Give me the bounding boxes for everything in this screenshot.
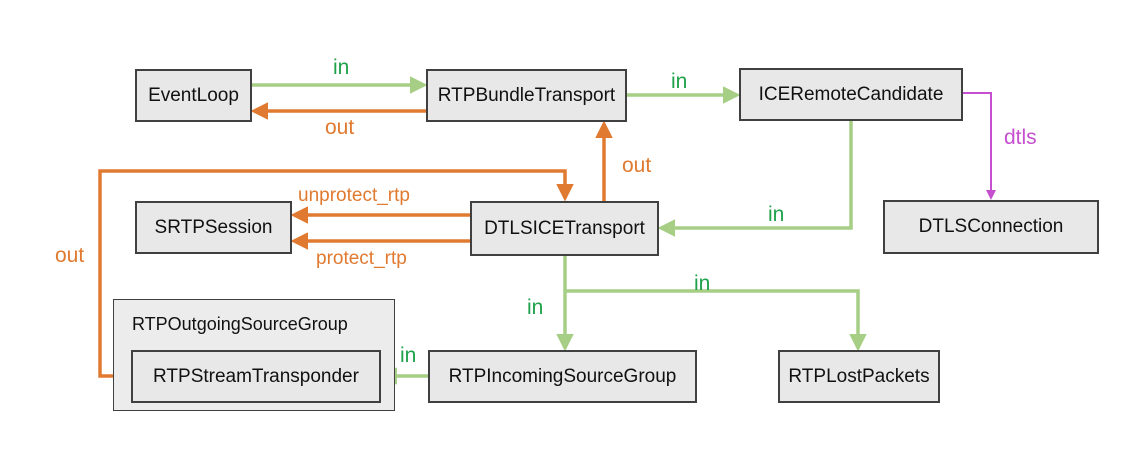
node-dtls-connection[interactable]: DTLSConnection	[883, 200, 1099, 254]
node-event-loop[interactable]: EventLoop	[135, 69, 252, 122]
label-transponder-to-dtlsice: out	[55, 244, 85, 267]
node-rtp-lost-packets[interactable]: RTPLostPackets	[778, 350, 940, 403]
label-bundle-to-eventloop: out	[325, 116, 355, 139]
node-srtp-session[interactable]: SRTPSession	[135, 201, 292, 254]
node-rtp-bundle-transport[interactable]: RTPBundleTransport	[426, 69, 627, 122]
node-ice-remote-candidate[interactable]: ICERemoteCandidate	[739, 68, 963, 121]
edge-ice-to-dtls-connection	[963, 92, 996, 200]
rtp-outgoing-source-group-title: RTPOutgoingSourceGroup	[132, 314, 348, 334]
label-protect-rtp: protect_rtp	[316, 248, 407, 269]
label-ice-to-dtls-connection: dtls	[1004, 126, 1037, 149]
node-rtp-stream-transponder[interactable]: RTPStreamTransponder	[131, 350, 381, 403]
label-ice-to-dtlsice: in	[768, 203, 785, 226]
node-rtp-incoming-source-group[interactable]: RTPIncomingSourceGroup	[428, 350, 697, 403]
label-dtlsice-to-incoming: in	[527, 296, 544, 319]
label-dtlsice-to-lost: in	[694, 272, 711, 295]
label-bundle-to-ice: in	[671, 70, 688, 93]
label-dtlsice-to-bundle: out	[622, 154, 652, 177]
label-incoming-to-transponder: in	[400, 344, 417, 367]
label-unprotect-rtp: unprotect_rtp	[298, 185, 410, 206]
node-dtls-ice-transport[interactable]: DTLSICETransport	[470, 201, 659, 256]
edge-ice-to-dtlsice	[657, 121, 853, 237]
edge-transponder-to-dtlsice	[98, 169, 574, 378]
edge-dtlsice-to-lost	[565, 289, 867, 352]
label-eventloop-to-bundle: in	[333, 56, 350, 79]
